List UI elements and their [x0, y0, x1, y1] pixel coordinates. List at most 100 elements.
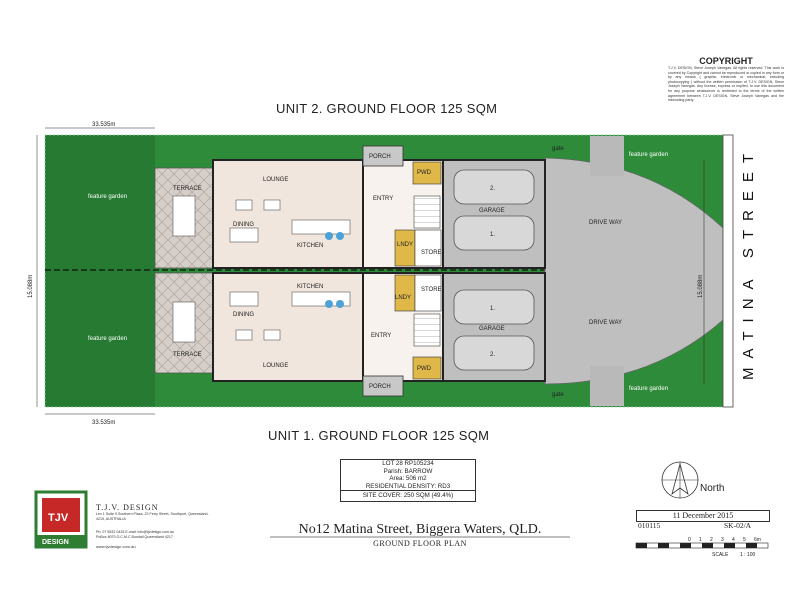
car-icon	[453, 215, 535, 251]
lot-density: RESIDENTIAL DENSITY: RD3	[365, 482, 451, 490]
driveway-label: DRIVE WAY	[589, 220, 622, 226]
date-box: 11 December 2015	[636, 510, 770, 522]
porch-bottom	[362, 375, 404, 397]
copyright-title: COPYRIGHT	[699, 56, 753, 66]
store-label: STORE	[421, 250, 442, 256]
terrace-label: TERRACE	[173, 186, 202, 192]
north-label: North	[700, 483, 725, 494]
street-verge	[722, 134, 734, 408]
kitchen-label: KITCHEN	[297, 284, 323, 290]
north-arrow-icon	[671, 462, 689, 496]
sink-icon	[325, 232, 333, 240]
dim-top: 33.535m	[92, 122, 115, 128]
unit1-title: UNIT 1. GROUND FLOOR 125 SQM	[268, 428, 490, 443]
scale-tick-label: 5	[743, 537, 746, 543]
sofa-icon	[263, 329, 281, 341]
firm-address: Lev 1 Suite 9 Southern Plaza, 23 Ferry S…	[96, 512, 209, 521]
porch-label: PORCH	[369, 384, 391, 390]
firm-pobox: PoBox 8070 G.C.M.C Bundall Queensland 42…	[96, 534, 173, 539]
job-number: 010115	[638, 521, 661, 530]
sink-icon	[336, 232, 344, 240]
kitchen-island-top	[291, 219, 351, 235]
car-number: 1.	[490, 306, 495, 312]
terrace-table-bottom	[172, 301, 196, 343]
kitchen-island-bottom	[291, 291, 351, 307]
car-icon	[453, 169, 535, 205]
stairs-bottom	[413, 313, 441, 347]
feature-garden-label: feature garden	[88, 336, 127, 342]
garage-label: GARAGE	[479, 208, 505, 214]
dim-right: 15.088m	[698, 275, 704, 298]
sofa-icon	[263, 199, 281, 211]
store-top	[414, 229, 442, 267]
tjv-logo	[34, 490, 88, 549]
car-number: 2.	[490, 186, 495, 192]
dining-label: DINING	[233, 222, 254, 228]
rear-lawn	[45, 135, 155, 407]
pwd-top	[412, 161, 442, 185]
feature-garden-label: feature garden	[88, 194, 127, 200]
logo-text: DESIGN	[42, 539, 69, 546]
sofa-icon	[235, 199, 253, 211]
garden-bed-ne	[590, 136, 624, 176]
dining-table-bottom	[229, 291, 259, 307]
firm-web: www.tjvdesign.com.au	[96, 544, 136, 549]
scale-bar	[635, 542, 769, 549]
lot-parish: Parish: BARROW	[383, 467, 433, 475]
drawing-title: GROUND FLOOR PLAN	[373, 539, 467, 548]
pwd-label: PWD	[417, 366, 432, 372]
porch-label: PORCH	[369, 154, 391, 160]
firm-name: T.J.V. DESIGN	[96, 503, 159, 512]
lot-area: Area: 506 m2	[389, 475, 427, 483]
sink-icon	[325, 300, 333, 308]
garden-bed-se	[590, 366, 624, 406]
pwd-label: PWD	[417, 170, 432, 176]
scale-tick-label: 4	[732, 537, 735, 543]
scale-tick-label: 2	[710, 537, 713, 543]
driveway-label: DRIVE WAY	[589, 320, 622, 326]
dining-label: DINING	[233, 312, 254, 318]
lndy-label: LNDY	[397, 242, 413, 248]
store-label: STORE	[421, 287, 442, 293]
firm-contact: Ph: 07 5532 0425 E-mail: info@tjvdesign.…	[96, 530, 216, 539]
scale-tick-label: 3	[721, 537, 724, 543]
entry-label: ENTRY	[373, 196, 393, 202]
car-icon	[453, 289, 535, 325]
logo-letters: TJV	[48, 512, 69, 524]
copyright-text: T.J.V. DESIGN, Steve Joseph Vanegas. All…	[668, 66, 784, 103]
lounge-label: LOUNGE	[263, 363, 288, 369]
dining-table-top	[229, 227, 259, 243]
gate-label: gate	[552, 392, 564, 398]
scale-tick-label: 1	[699, 537, 702, 543]
store-bottom	[414, 274, 442, 312]
scale-value: 1 : 100	[740, 552, 756, 558]
kitchen-label: KITCHEN	[297, 243, 323, 249]
garage-label: GARAGE	[479, 326, 505, 332]
gate-label: gate	[552, 146, 564, 152]
terrace-label: TERRACE	[173, 352, 202, 358]
feature-garden-label: feature garden	[629, 386, 668, 392]
firm-phone: Ph: 07 5532 0425 E-mail: info@tjvdesign.…	[96, 530, 174, 534]
stairs-top	[413, 195, 441, 229]
lndy-label: LNDY	[395, 295, 411, 301]
lot-info-box: LOT 28 RP105234 Parish: BARROW Area: 506…	[340, 459, 476, 502]
car-number: 1.	[490, 232, 495, 238]
scale-tick-label: 0	[688, 537, 691, 543]
sofa-icon	[235, 329, 253, 341]
dim-bottom: 33.535m	[92, 420, 115, 426]
scale-label: SCALE	[712, 552, 729, 558]
laundry-top	[394, 229, 416, 267]
car-icon	[453, 335, 535, 371]
sink-icon	[336, 300, 344, 308]
unit2-title: UNIT 2. GROUND FLOOR 125 SQM	[276, 101, 498, 116]
feature-garden-label: feature garden	[629, 152, 668, 158]
pwd-bottom	[412, 356, 442, 380]
dim-left: 15.088m	[28, 275, 34, 298]
entry-label: ENTRY	[371, 333, 391, 339]
laundry-bottom	[394, 274, 416, 312]
sheet-number: SK-02/A	[724, 521, 752, 530]
terrace-table-top	[172, 195, 196, 237]
street-label: MATINA STREET	[740, 144, 757, 380]
porch-top	[362, 145, 404, 167]
